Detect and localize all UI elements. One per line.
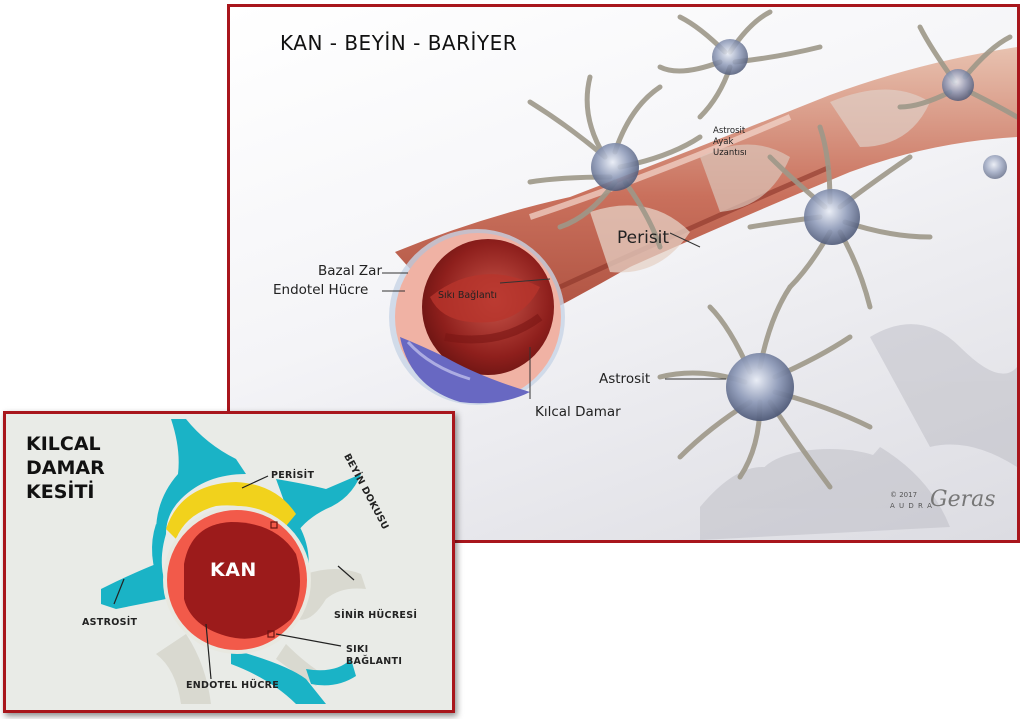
label-perisit-inset: PERİSİT bbox=[271, 470, 315, 481]
inset-cross-section-panel: KILCAL DAMAR KESİTİ BEYİN DOKUSU PERİSİT… bbox=[3, 411, 455, 713]
label-endotel-hucre: Endotel Hücre bbox=[273, 282, 369, 298]
artist-signature: Geras bbox=[930, 487, 996, 512]
label-perisit: Perisit bbox=[617, 228, 670, 248]
label-astrosit-ayak-line-2: Ayak bbox=[713, 137, 734, 147]
label-kilcal-damar: Kılcal Damar bbox=[535, 404, 621, 420]
pericyte-shape bbox=[166, 482, 296, 539]
label-astrosit: Astrosit bbox=[599, 371, 651, 387]
label-astrosit-ayak-line-3: Uzantısı bbox=[713, 148, 747, 158]
author-name: A U D R A bbox=[890, 502, 933, 510]
cell-shadow bbox=[700, 324, 1017, 540]
label-siki-line-1: SIKI bbox=[346, 644, 369, 655]
label-bazal-zar: Bazal Zar bbox=[318, 263, 383, 279]
inset-title: KILCAL DAMAR KESİTİ bbox=[26, 433, 105, 503]
blood-lumen bbox=[184, 522, 300, 639]
main-title: KAN - BEYİN - BARİYER bbox=[280, 31, 518, 55]
astrocyte-cell-bodies bbox=[591, 39, 1007, 421]
label-astrosit-inset: ASTROSİT bbox=[82, 617, 138, 628]
vessel-cross-section bbox=[389, 229, 565, 405]
label-leader-lines bbox=[382, 232, 726, 399]
label-siki-baglanti: Sıkı Bağlantı bbox=[438, 290, 498, 301]
label-kan: KAN bbox=[210, 559, 257, 581]
astrocyte-shape bbox=[101, 419, 361, 704]
label-astrosit-ayak-uzantisi: Astrosit Ayak Uzantısı bbox=[713, 126, 747, 159]
label-siki-baglanti-inset: SIKI BAĞLANTI bbox=[346, 644, 402, 668]
label-sinir-hucresi: SİNİR HÜCRESİ bbox=[334, 610, 418, 621]
blood-brain-barrier-illustration bbox=[382, 9, 1017, 540]
cross-section-diagram bbox=[101, 419, 366, 704]
label-astrosit-ayak-line-1: Astrosit bbox=[713, 126, 746, 136]
label-siki-line-2: BAĞLANTI bbox=[346, 656, 403, 667]
inset-leader-lines bbox=[113, 475, 355, 680]
copyright-text: © 2017 bbox=[890, 491, 918, 499]
label-endotel-hucre-inset: ENDOTEL HÜCRE bbox=[186, 680, 280, 691]
